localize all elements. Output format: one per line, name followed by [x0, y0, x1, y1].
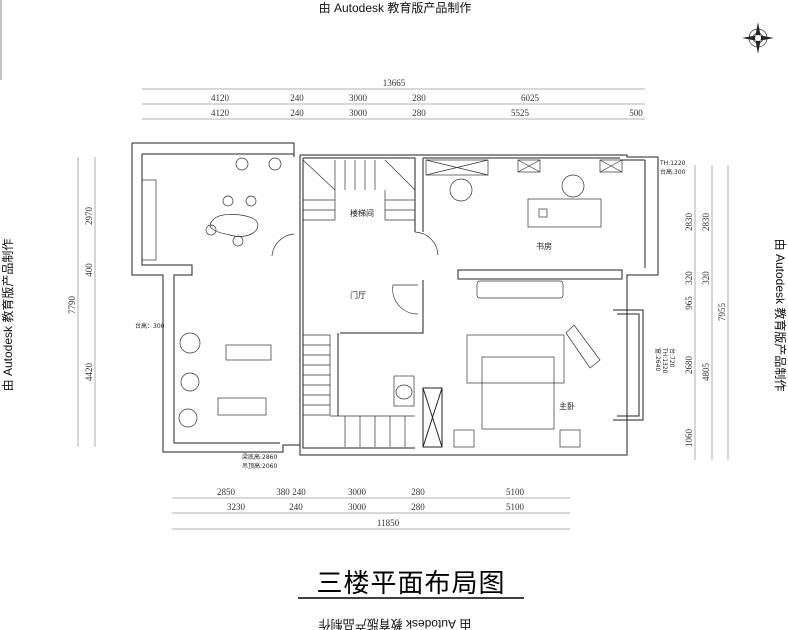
- svg-text:3000: 3000: [348, 487, 367, 497]
- svg-text:5100: 5100: [506, 487, 525, 497]
- bedroom-window-note: 台:720: [668, 348, 676, 368]
- bedroom-window-note: TH:1320: [661, 347, 668, 374]
- svg-text:4120: 4120: [211, 93, 230, 103]
- room-label-study: 书房: [536, 241, 552, 251]
- compass-icon: [742, 22, 774, 54]
- dimension-right: 2830 320 965 2680 1060 2830 320 4805 795…: [684, 165, 729, 460]
- walls: [131, 142, 659, 456]
- svg-text:6025: 6025: [521, 93, 540, 103]
- dimension-left: 7790 2970 400 4420: [67, 157, 96, 447]
- svg-text:500: 500: [629, 108, 643, 118]
- svg-text:380: 380: [276, 487, 290, 497]
- svg-text:400: 400: [84, 263, 94, 277]
- balcony-height-note: 台高：300: [135, 322, 165, 330]
- doors: [271, 231, 439, 315]
- svg-text:7955: 7955: [717, 303, 727, 322]
- svg-text:4805: 4805: [701, 363, 711, 382]
- svg-text:5100: 5100: [506, 502, 525, 512]
- svg-text:2830: 2830: [684, 213, 694, 232]
- svg-text:5525: 5525: [511, 108, 530, 118]
- watermark-right: 由 Autodesk 教育版产品制作: [773, 239, 788, 392]
- study-window-note: TH:1220: [659, 160, 686, 167]
- svg-text:2970: 2970: [84, 207, 94, 226]
- beam-height-note: 梁底高:2860: [242, 453, 277, 461]
- svg-text:11850: 11850: [377, 518, 400, 528]
- room-label-master-bedroom: 主卧: [559, 401, 575, 411]
- svg-text:2850: 2850: [217, 487, 236, 497]
- svg-text:1060: 1060: [684, 429, 694, 448]
- svg-text:240: 240: [289, 502, 303, 512]
- svg-text:3230: 3230: [227, 502, 246, 512]
- svg-text:7790: 7790: [67, 296, 77, 315]
- svg-text:320: 320: [701, 271, 711, 285]
- study-window-note: 台高:300: [660, 168, 686, 176]
- dimension-bottom: 2850 380 240 3000 280 5100 3230 240 3000…: [172, 487, 570, 530]
- ceiling-height-note: 吊顶高:2060: [242, 462, 277, 470]
- svg-text:240: 240: [290, 93, 304, 103]
- room-label-stairwell: 楼梯间: [350, 208, 374, 218]
- svg-text:280: 280: [412, 93, 426, 103]
- watermark-top: 由 Autodesk 教育版产品制作: [319, 0, 472, 15]
- svg-text:13665: 13665: [383, 78, 406, 88]
- svg-text:4420: 4420: [84, 363, 94, 382]
- svg-text:965: 965: [684, 296, 694, 310]
- room-label-foyer: 门厅: [350, 290, 366, 300]
- dimension-top: 13665 4120 240 3000 280 6025 4120 240 30…: [142, 78, 645, 120]
- furniture: [141, 157, 623, 448]
- watermark-left: 由 Autodesk 教育版产品制作: [0, 239, 15, 392]
- staircase: [302, 159, 416, 447]
- svg-text:280: 280: [411, 502, 425, 512]
- bedroom-window-note: 窗:2640: [654, 348, 662, 371]
- svg-text:320: 320: [684, 271, 694, 285]
- svg-text:280: 280: [411, 487, 425, 497]
- svg-text:3000: 3000: [349, 108, 368, 118]
- drawing-title: 三楼平面布局图: [316, 569, 505, 599]
- watermark-bottom: 由 Autodesk 教育版产品制作: [319, 617, 472, 630]
- svg-text:2680: 2680: [684, 356, 694, 375]
- svg-text:280: 280: [412, 108, 426, 118]
- svg-text:2830: 2830: [701, 213, 711, 232]
- svg-text:4120: 4120: [211, 108, 230, 118]
- svg-text:3000: 3000: [349, 93, 368, 103]
- svg-text:240: 240: [292, 487, 306, 497]
- svg-text:3000: 3000: [348, 502, 367, 512]
- svg-text:240: 240: [290, 108, 304, 118]
